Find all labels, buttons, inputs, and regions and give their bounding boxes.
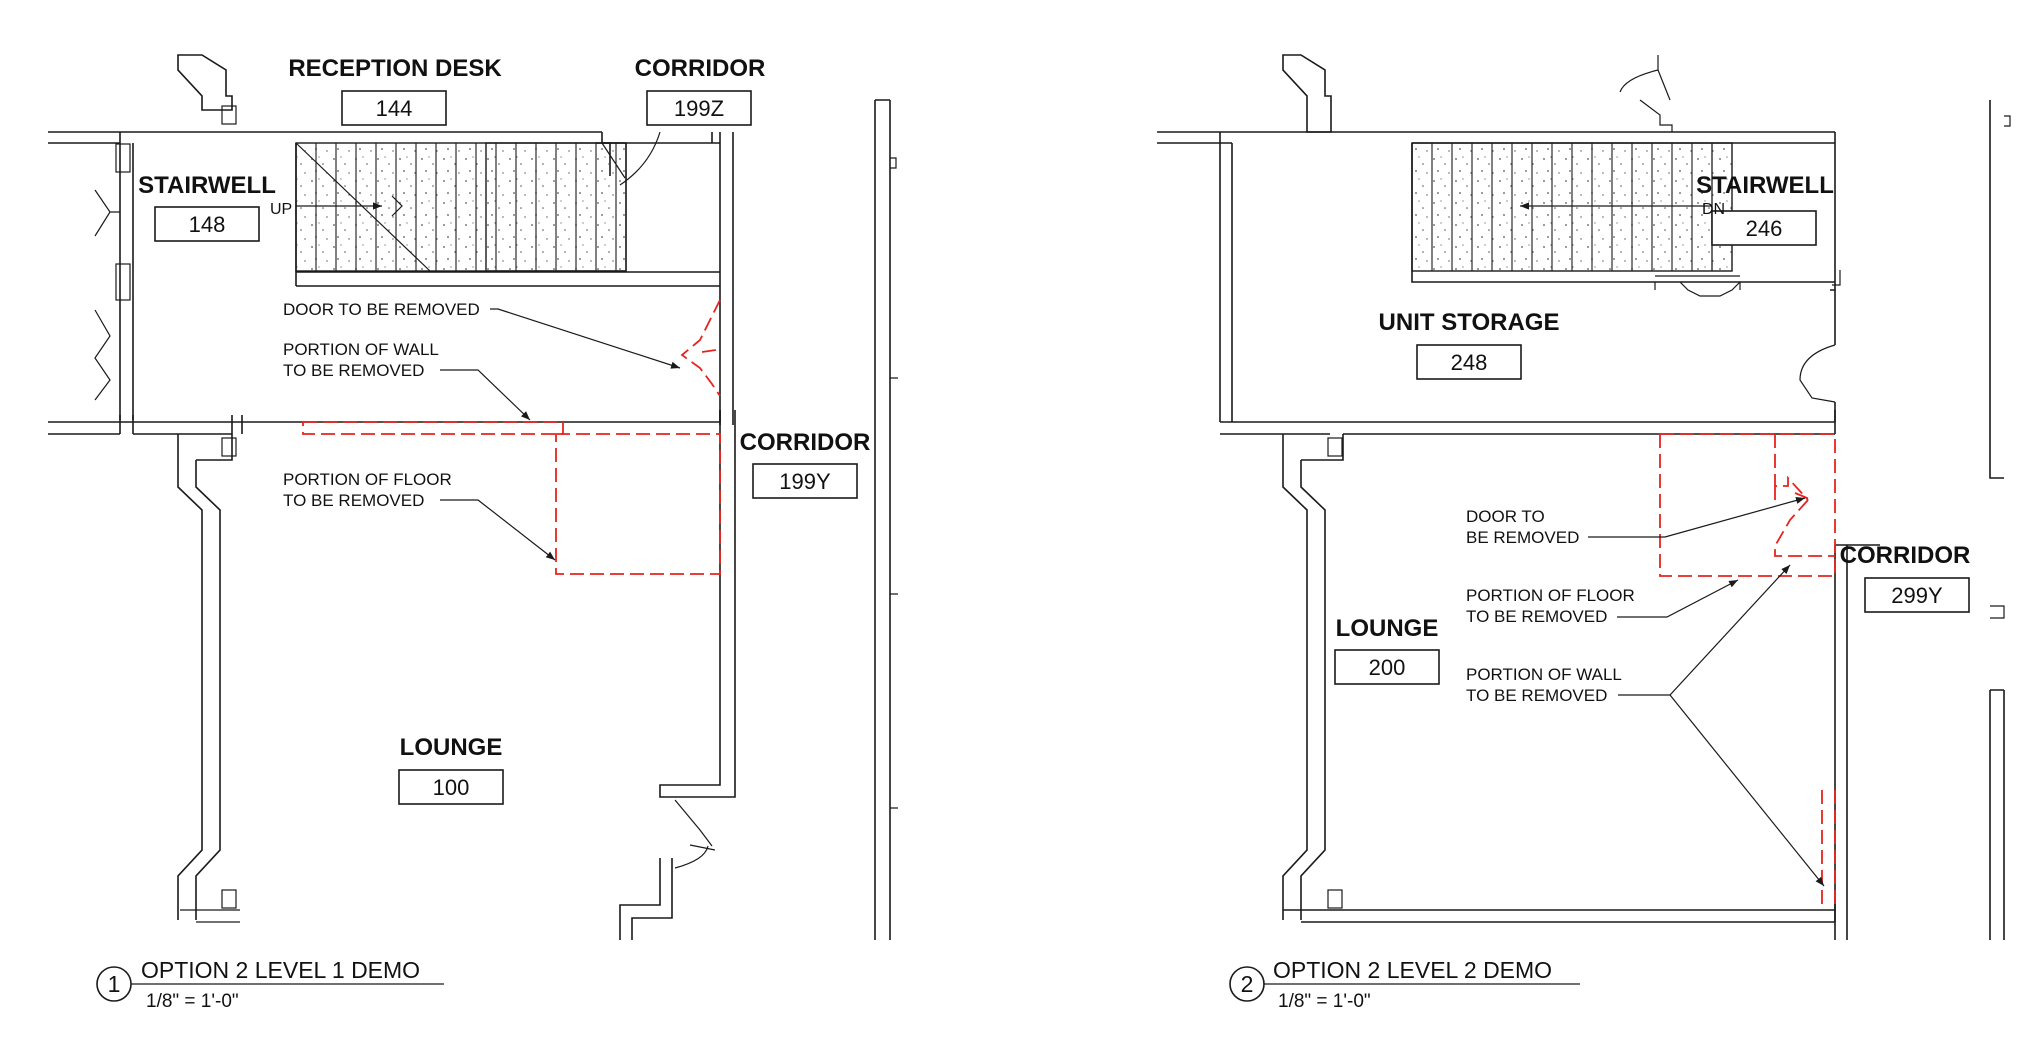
- plan-1-stairwell-tag: [154, 206, 260, 242]
- plan-2-title-text: OPTION 2 LEVEL 2 DEMO: [1273, 957, 1552, 983]
- plan-1-title-number: 1: [108, 971, 121, 997]
- plan-2-title-scale: 1/8" = 1'-0": [1278, 991, 1371, 1012]
- plan-2-leaders: [1588, 496, 1825, 887]
- plan-1-note-floor-line1: PORTION OF FLOOR: [283, 470, 452, 489]
- plan-1-stair: [295, 142, 627, 272]
- plan-2-lounge-tag: [1334, 649, 1440, 685]
- plan-1-reception-name: RECEPTION DESK: [288, 55, 502, 82]
- plan-2-door-demo: [1774, 434, 1835, 557]
- plan-2-stair: [1411, 142, 1733, 272]
- plan-1-reception-number: 144: [376, 96, 413, 121]
- plan-2-note-floor-line2: TO BE REMOVED: [1466, 607, 1607, 626]
- plan-2-wall-demo: [1821, 790, 1836, 910]
- plan-2-stairwell-number: 246: [1746, 216, 1783, 241]
- plan-2-lounge-number: 200: [1369, 655, 1406, 680]
- plan-1-note-wall-line1: PORTION OF WALL: [283, 340, 439, 359]
- plan-1-windows: [94, 189, 120, 401]
- plan-2-corridor-number: 299Y: [1891, 583, 1943, 608]
- plan-2-floor-demo: [1659, 433, 1836, 577]
- plan-2-note-door-line1: DOOR TO: [1466, 507, 1545, 526]
- plan-2-lounge-name: LOUNGE: [1336, 615, 1439, 642]
- plan-1-lounge-tag: [398, 769, 504, 805]
- plan-1-title-text: OPTION 2 LEVEL 1 DEMO: [141, 957, 420, 983]
- plan-2-stairwell-name: STAIRWELL: [1696, 172, 1834, 199]
- plan-1-note-wall-line2: TO BE REMOVED: [283, 361, 424, 380]
- plan-2-title-number: 2: [1241, 971, 1254, 997]
- plan-2-storage-number: 248: [1451, 350, 1488, 375]
- plan-1-stairwell-name: STAIRWELL: [138, 172, 276, 199]
- plan-2-stair-direction: DN: [1702, 201, 1725, 218]
- plan-2-note-door-line2: BE REMOVED: [1466, 528, 1579, 547]
- plan-2-stairwell-tag: [1711, 210, 1817, 246]
- plan-2-storage-name: UNIT STORAGE: [1379, 309, 1560, 336]
- plan-1-level-1-demo: RECEPTION DESK 144 CORRIDOR 199Z STAIRWE…: [48, 54, 898, 1012]
- plan-2-walls: [1157, 54, 2011, 940]
- plan-2-corridor-tag: [1864, 577, 1970, 613]
- plan-1-corridor-z-name: CORRIDOR: [635, 55, 766, 82]
- plan-1-corridor-z-number: 199Z: [674, 96, 724, 121]
- plan-1-floor-demo: [555, 433, 721, 575]
- plan-1-note-door: DOOR TO BE REMOVED: [283, 300, 480, 319]
- plan-1-reception-tag: [341, 90, 447, 126]
- plan-1-stairwell-number: 148: [189, 212, 226, 237]
- plan-1-lounge-number: 100: [433, 775, 470, 800]
- plan-1-corridor-y-name: CORRIDOR: [740, 429, 871, 456]
- plan-1-corridor-y-tag: [752, 463, 858, 499]
- plan-2-corridor-name: CORRIDOR: [1840, 542, 1971, 569]
- plan-2-note-floor-line1: PORTION OF FLOOR: [1466, 586, 1635, 605]
- plan-2-storage-tag: [1416, 344, 1522, 380]
- plan-1-title-scale: 1/8" = 1'-0": [146, 991, 239, 1012]
- plan-1-lounge-name: LOUNGE: [400, 734, 503, 761]
- plan-1-corridor-y-number: 199Y: [779, 469, 831, 494]
- plan-1-corridor-z-tag: [646, 90, 752, 126]
- plan-1-leaders: [440, 308, 681, 561]
- plan-1-wall-demo: [302, 421, 564, 435]
- plan-2-level-2-demo: STAIRWELL 246 DN UNIT STORAGE 248 CORRID…: [1157, 54, 2011, 1012]
- plan-2-note-wall-line2: TO BE REMOVED: [1466, 686, 1607, 705]
- plan-1-door-demo: [680, 299, 721, 397]
- plan-1-stair-direction: UP: [270, 201, 292, 218]
- plan-2-note-wall-line1: PORTION OF WALL: [1466, 665, 1622, 684]
- plan-1-note-floor-line2: TO BE REMOVED: [283, 491, 424, 510]
